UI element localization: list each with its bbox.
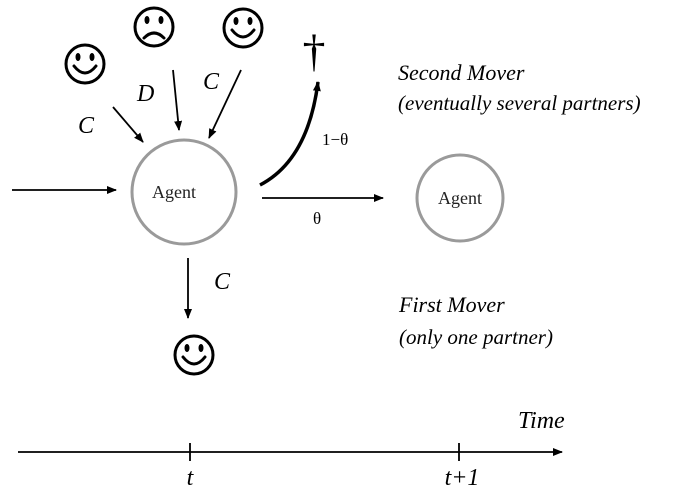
death-dagger-icon: † — [303, 25, 326, 76]
timeline-tick-label-t: t — [187, 465, 195, 491]
timeline-tick-label-t1: t+1 — [445, 465, 480, 491]
edge-label-c-bottom: C — [214, 269, 231, 295]
arrow-c-top-right — [208, 69, 242, 139]
second-mover-title: Second Mover — [398, 60, 525, 85]
sad-face-icon — [133, 6, 175, 48]
arrow-c-left — [112, 106, 144, 143]
edge-label-theta: θ — [313, 209, 321, 228]
arrow-d-top — [172, 69, 183, 131]
edge-label-c-left: C — [78, 113, 95, 139]
timeline-axis-label: Time — [518, 408, 565, 434]
agent-label-right: Agent — [438, 188, 482, 208]
edge-label-d-top: D — [136, 81, 154, 107]
happy-face-bottom-icon — [173, 334, 215, 376]
agent-node-left — [130, 138, 238, 246]
happy-face-right-icon — [222, 7, 264, 49]
agent-label-left: Agent — [152, 182, 196, 202]
happy-face-left-icon — [64, 43, 106, 85]
arrow-death-curve — [259, 81, 321, 187]
second-mover-subtitle: (eventually several partners) — [398, 91, 641, 115]
first-mover-subtitle: (only one partner) — [399, 325, 553, 349]
agent-node-right — [415, 153, 505, 243]
first-mover-title: First Mover — [398, 292, 505, 317]
edge-label-c-top-right: C — [203, 69, 220, 95]
edge-label-one-minus-theta: 1−θ — [322, 130, 348, 149]
